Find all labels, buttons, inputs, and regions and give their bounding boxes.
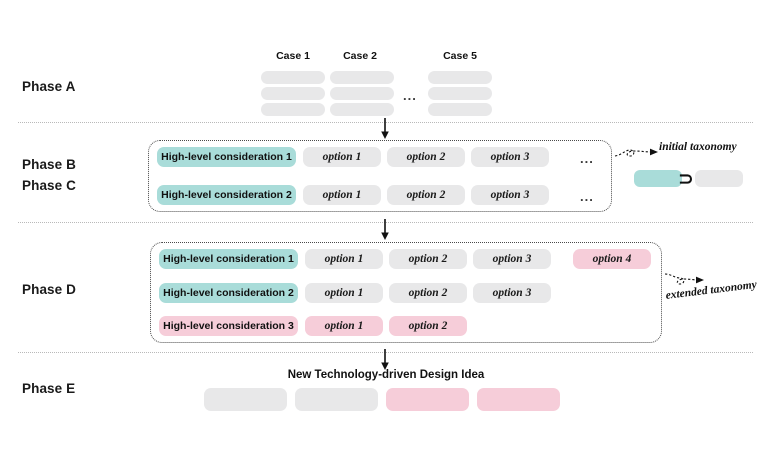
bc-option-2-3: option 3 (471, 185, 549, 205)
d-option-3-1: option 1 (305, 316, 383, 336)
phase-e-pill-2 (295, 388, 378, 411)
bc-option-1-1: option 1 (303, 147, 381, 167)
case-pill-2-1 (330, 71, 394, 84)
d-consideration-3: High-level consideration 3 (159, 316, 298, 336)
phase-label-a: Phase A (22, 79, 76, 94)
d-option-1-2-label: option 2 (408, 253, 448, 265)
phase-e-title: New Technology-driven Design Idea (287, 369, 485, 381)
d-option-2-1: option 1 (305, 283, 383, 303)
case-header-1: Case 1 (276, 50, 310, 62)
bc-consideration-1-label: High-level consideration 1 (161, 151, 292, 163)
phase-e-pill-4 (477, 388, 560, 411)
arrow-phase-a-to-b (381, 118, 389, 139)
phase-label-b: Phase B (22, 157, 76, 172)
d-option-1-1-label: option 1 (324, 253, 364, 265)
d-option-1-3-label: option 3 (492, 253, 532, 265)
pointer-initial-taxonomy-icon (614, 148, 658, 157)
bc-option-2-3-label: option 3 (490, 189, 530, 201)
d-consideration-1: High-level consideration 1 (159, 249, 298, 269)
d-option-2-1-label: option 1 (324, 287, 364, 299)
d-option-2-2-label: option 2 (408, 287, 448, 299)
bc-option-2-2: option 2 (387, 185, 465, 205)
d-option-2-2: option 2 (389, 283, 467, 303)
d-option-2-3-label: option 3 (492, 287, 532, 299)
d-consideration-2-label: High-level consideration 2 (163, 287, 294, 299)
phase-e-pill-3 (386, 388, 469, 411)
d-consideration-1-label: High-level consideration 1 (163, 253, 294, 265)
phase-label-d: Phase D (22, 282, 76, 297)
bc-option-1-2: option 2 (387, 147, 465, 167)
d-consideration-3-label: High-level consideration 3 (163, 320, 294, 332)
d-consideration-2: High-level consideration 2 (159, 283, 298, 303)
case-pill-5-3 (428, 103, 492, 116)
phase-a-ellipsis: ... (403, 88, 417, 103)
bc-option-1-3-label: option 3 (490, 151, 530, 163)
case-pill-2-2 (330, 87, 394, 100)
phase-label-c: Phase C (22, 178, 76, 193)
case-header-2: Case 2 (343, 50, 377, 62)
bc-option-1-3: option 3 (471, 147, 549, 167)
phase-e-pill-1 (204, 388, 287, 411)
phase-bc-group-box (148, 140, 612, 212)
case-pill-1-3 (261, 103, 325, 116)
arrow-phase-d-to-e (381, 349, 389, 370)
phase-label-e: Phase E (22, 381, 76, 396)
d-option-3-1-label: option 1 (324, 320, 364, 332)
phase-d-group-box (150, 242, 662, 343)
case-header-5: Case 5 (443, 50, 477, 62)
bc-option-2-1: option 1 (303, 185, 381, 205)
case-pill-2-3 (330, 103, 394, 116)
bc-option-2-2-label: option 2 (406, 189, 446, 201)
case-pill-1-1 (261, 71, 325, 84)
d-option-2-3: option 3 (473, 283, 551, 303)
case-pill-1-2 (261, 87, 325, 100)
d-option-1-1: option 1 (305, 249, 383, 269)
d-option-1-2: option 2 (389, 249, 467, 269)
d-option-3-2: option 2 (389, 316, 467, 336)
case-pill-5-1 (428, 71, 492, 84)
bc-option-1-1-label: option 1 (322, 151, 362, 163)
case-pill-5-2 (428, 87, 492, 100)
pointer-extended-taxonomy-icon (664, 273, 704, 285)
arrow-phase-c-to-d (381, 219, 389, 240)
annotation-initial-taxonomy: initial taxonomy (659, 141, 737, 153)
bc-consideration-1: High-level consideration 1 (157, 147, 296, 167)
bc-consideration-2-label: High-level consideration 2 (161, 189, 292, 201)
d-option-1-4: option 4 (573, 249, 651, 269)
d-option-3-2-label: option 2 (408, 320, 448, 332)
bc-consideration-2: High-level consideration 2 (157, 185, 296, 205)
bc-option-2-1-label: option 1 (322, 189, 362, 201)
bc-row-2-ellipsis: ... (580, 189, 594, 204)
legend-pill-teal (634, 170, 682, 187)
legend-pill-gray (695, 170, 743, 187)
d-option-1-3: option 3 (473, 249, 551, 269)
bc-row-1-ellipsis: ... (580, 151, 594, 166)
bc-option-1-2-label: option 2 (406, 151, 446, 163)
superset-symbol: ⊃ (678, 168, 694, 190)
d-option-1-4-label: option 4 (592, 253, 632, 265)
